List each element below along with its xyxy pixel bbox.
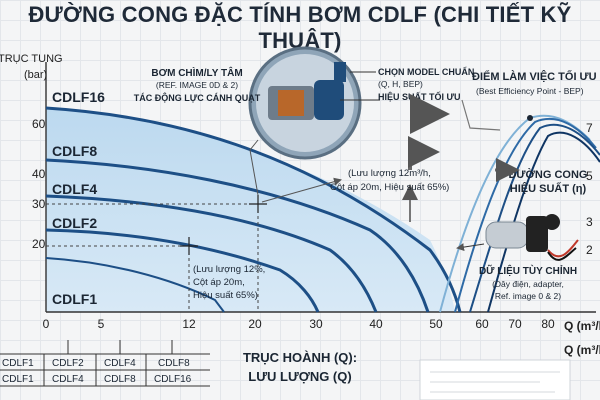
svg-text:HIỆU SUẤT (η): HIỆU SUẤT (η) <box>510 182 587 195</box>
svg-text:Cột áp 20m,: Cột áp 20m, <box>193 277 245 288</box>
bep-title: ĐIỂM LÀM VIỆC TỐI ƯU <box>472 69 597 83</box>
select-1: CHỌN MODEL CHUẨN <box>378 66 474 77</box>
y-right-tick: 7 <box>586 121 593 135</box>
x-tick: 0 <box>43 317 50 331</box>
small-pump-image <box>485 214 579 261</box>
note-a-pointer <box>261 177 342 203</box>
curve-label-cdlf16: CDLF16 <box>52 89 105 105</box>
select-2: (Q, H, BEP) <box>378 79 423 89</box>
table-cell: CDLF1 <box>2 358 34 369</box>
x-tick: 40 <box>369 317 383 331</box>
x-tick: 80 <box>541 317 555 331</box>
y-tick: 40 <box>32 167 46 181</box>
curve-labels: CDLF16 CDLF8 CDLF4 CDLF2 CDLF1 <box>52 89 105 307</box>
y-tick: 60 <box>32 117 46 131</box>
y-right-tick: 2 <box>586 243 593 257</box>
pump-callout: BƠM CHÌM/LY TÂM (REF. IMAGE 0D & 2) TÁC … <box>134 66 261 103</box>
bep-callout: ĐIỂM LÀM VIỆC TỐI ƯU (Best Efficiency Po… <box>472 69 597 96</box>
bep-arrow <box>461 99 501 131</box>
table-cell: CDLF16 <box>154 374 192 385</box>
svg-text:ĐƯỜNG CONG: ĐƯỜNG CONG <box>508 168 587 181</box>
table-cell: CDLF4 <box>52 374 84 385</box>
x-tick: 60 <box>475 317 489 331</box>
x-tick: 30 <box>309 317 323 331</box>
y-right-ticks: 7 5 3 2 <box>586 121 593 257</box>
y-axis-label-line2: (bar) <box>24 69 47 81</box>
efficiency-curve-4 <box>487 131 600 313</box>
table-cell: CDLF1 <box>2 374 34 385</box>
pump-callout-line <box>249 139 259 196</box>
x-tick: 50 <box>429 317 443 331</box>
y-right-tick: 3 <box>586 215 593 229</box>
reference-lines <box>46 203 259 312</box>
svg-text:(Dây điện, adapter,: (Dây điện, adapter, <box>492 279 564 289</box>
operating-point-a <box>180 195 267 255</box>
efficiency-curve-3 <box>469 123 600 313</box>
svg-text:TRỤC HOÀNH (Q):: TRỤC HOÀNH (Q): <box>243 350 357 365</box>
efficiency-curve-2 <box>454 117 597 313</box>
curve-label-cdlf4: CDLF4 <box>52 181 97 197</box>
svg-text:DỮ LIỆU TÙY CHỈNH: DỮ LIỆU TÙY CHỈNH <box>479 264 577 277</box>
note-a: (Lưu lượng 12m³/h, Cột áp 20m, Hiệu suất… <box>330 168 449 193</box>
select-3: HIỆU SUẤT TỐI ƯU <box>378 91 460 102</box>
background-document <box>419 359 571 400</box>
curve-cdlf2 <box>45 228 320 313</box>
x-axis-title: TRỤC HOÀNH (Q): LƯU LƯỢNG (Q) <box>243 350 357 384</box>
y-left-ticks: 60 40 30 20 <box>32 117 46 251</box>
curve-label-cdlf2: CDLF2 <box>52 215 97 231</box>
flow-arrow-2 <box>408 136 440 170</box>
pump-title-2: (REF. IMAGE 0D & 2) <box>156 80 238 90</box>
svg-text:(Lưu lượng 12%,: (Lưu lượng 12%, <box>193 264 265 275</box>
svg-text:Hiệu suất 65%): Hiệu suất 65%) <box>193 290 258 301</box>
page-title: ĐƯỜNG CONG ĐẶC TÍNH BƠM CDLF (CHI TIẾT K… <box>28 2 572 53</box>
y-tick: 30 <box>32 197 46 211</box>
x-tick: 20 <box>248 317 262 331</box>
pump-title-3: TÁC ĐỘNG LỰC CÁNH QUẠT <box>134 92 261 103</box>
bep-point <box>527 115 533 121</box>
curve-cdlf1 <box>45 257 225 313</box>
y-right-tick: 5 <box>586 169 593 183</box>
x-tick: 5 <box>98 317 105 331</box>
curve-cdlf4 <box>45 194 378 313</box>
curve-area-fill <box>46 108 455 312</box>
curve-cdlf8 <box>45 158 430 313</box>
x-tick: 70 <box>508 317 522 331</box>
model-table: CDLF1 CDLF2 CDLF4 CDLF8 CDLF1 CDLF4 CDLF… <box>0 340 210 387</box>
curve-label-cdlf8: CDLF8 <box>52 143 97 159</box>
pump-title-1: BƠM CHÌM/LY TÂM <box>151 66 242 79</box>
y-axis-label-line1: TRỤC TUNG <box>0 53 63 65</box>
svg-text:Ref. image 0 & 2): Ref. image 0 & 2) <box>495 291 561 301</box>
x-tick: 12 <box>182 317 196 331</box>
pump-image <box>248 46 380 160</box>
svg-text:LƯU LƯỢNG (Q): LƯU LƯỢNG (Q) <box>248 369 351 384</box>
curve-label-cdlf1: CDLF1 <box>52 291 97 307</box>
custom-pointer <box>456 243 485 252</box>
svg-text:(Lưu lượng 12m³/h,: (Lưu lượng 12m³/h, <box>348 168 431 179</box>
svg-text:Cột áp 20m, Hiệu suất 65%): Cột áp 20m, Hiệu suất 65%) <box>330 182 449 193</box>
table-cell: CDLF8 <box>104 374 136 385</box>
table-cell: CDLF2 <box>52 358 84 369</box>
efficiency-label: ĐƯỜNG CONG HIỆU SUẤT (η) <box>508 168 587 195</box>
y-tick: 20 <box>32 237 46 251</box>
custom-callout: DỮ LIỆU TÙY CHỈNH (Dây điện, adapter, Re… <box>479 264 577 301</box>
select-callout: CHỌN MODEL CHUẨN (Q, H, BEP) HIỆU SUẤT T… <box>378 66 474 102</box>
x-unit-label: Q (m³/h) <box>564 319 600 333</box>
x-ticks: 0 5 12 20 30 40 50 60 70 80 <box>43 317 555 331</box>
table-cell: CDLF4 <box>104 358 136 369</box>
bep-subtitle: (Best Efficiency Point - BEP) <box>476 86 584 96</box>
x-unit-label-lower: Q (m³/h) <box>564 343 600 357</box>
table-cell: CDLF8 <box>158 358 190 369</box>
note-b: (Lưu lượng 12%, Cột áp 20m, Hiệu suất 65… <box>193 264 265 301</box>
